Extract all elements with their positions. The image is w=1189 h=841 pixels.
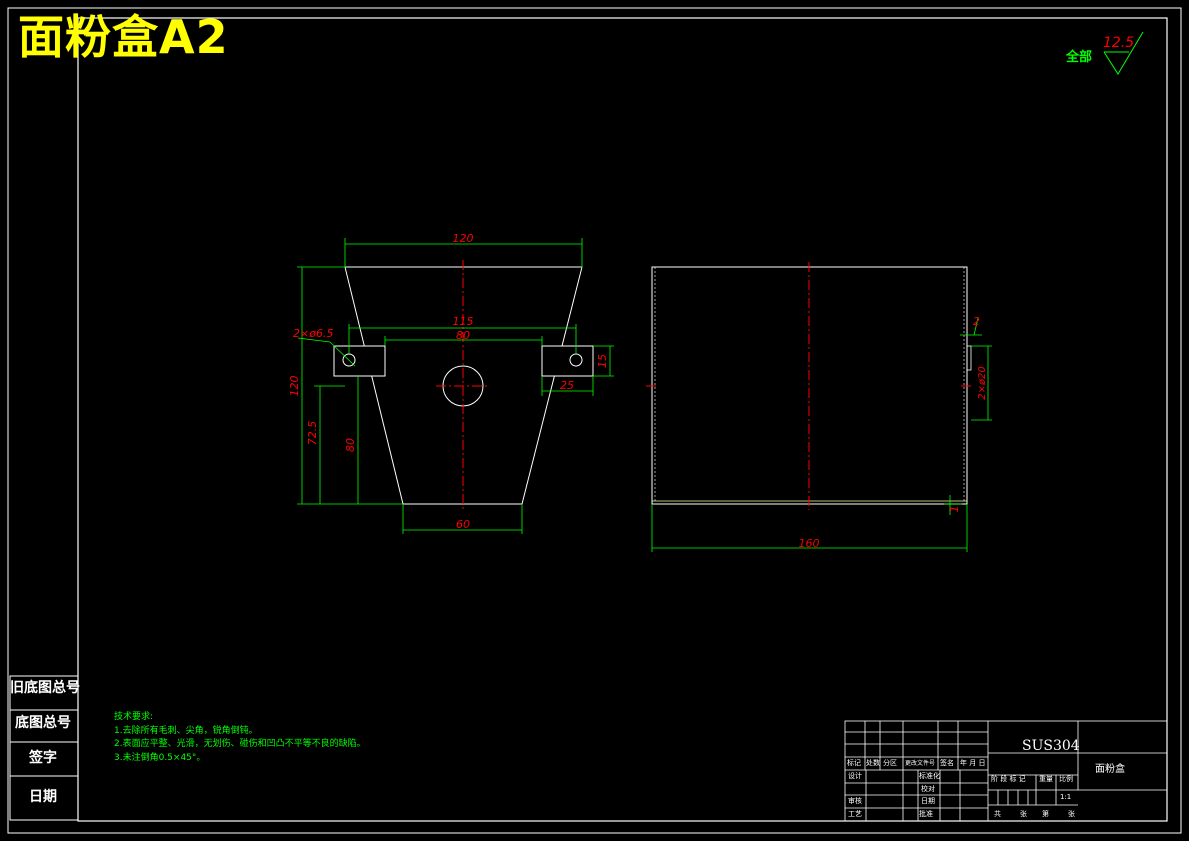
dim-bottom-thickness: 1 (948, 506, 961, 513)
roughness-label: 全部 (1066, 50, 1093, 65)
old-drawing-number-label: 旧底图总号 (10, 680, 80, 696)
inner-frame (77, 17, 1168, 822)
front-view (297, 238, 614, 534)
roughness-symbol (1103, 31, 1144, 75)
roughness-value: 12.5 (1103, 35, 1135, 51)
left-ear (333, 345, 386, 377)
outer-frame (7, 7, 1182, 834)
part-name-label: 面粉盒 (1095, 764, 1125, 775)
tb-col-sign: 签名 (940, 759, 954, 767)
side-ear (966, 345, 972, 371)
tb-stage: 阶 段 标 记 (991, 775, 1026, 783)
tb-process: 工艺 (848, 810, 862, 818)
tb-col-date: 年 月 日 (960, 759, 986, 767)
tb-sheet-unit: 张 (1020, 810, 1027, 818)
material-label: SUS304 (1022, 738, 1080, 754)
dim-bottom-width: 60 (456, 518, 470, 531)
dim-length: 160 (799, 537, 820, 550)
dim-top-width: 120 (453, 232, 474, 245)
tb-standard: 标准化 (919, 772, 940, 780)
dim-ear-spacing: 80 (456, 329, 470, 342)
tech-requirements: 技术要求: 1.去除所有毛刺、尖角，锐角倒钝。 2.表面应平整、光滑，无划伤、碰… (114, 711, 366, 765)
tech-item: 3.未注倒角0.5×45°。 (114, 752, 206, 763)
dim-ear-holes: 2×ø20 (977, 366, 988, 400)
side-view (646, 262, 992, 552)
dim-thickness: 2 (973, 315, 980, 328)
tb-scale-value: 1:1 (1060, 793, 1072, 801)
dim-height: 120 (288, 376, 301, 397)
tb-date: 日期 (921, 797, 935, 805)
tb-weight: 重量 (1039, 775, 1053, 783)
tb-col-zone: 分区 (883, 759, 897, 767)
dim-holes: 2×ø6.5 (293, 327, 333, 340)
dim-center-height: 72.5 (306, 421, 319, 446)
dim-inner-height: 80 (344, 438, 357, 452)
dim-hole-spacing: 115 (453, 315, 474, 328)
tb-col-mark: 标记 (847, 759, 861, 767)
drawing-title: 面粉盒A2 (18, 10, 229, 64)
left-column-boxes (9, 675, 79, 821)
tb-check: 校对 (921, 785, 935, 793)
dim-ear-height: 15 (596, 354, 609, 368)
tb-sheet-unit-2: 张 (1068, 810, 1075, 818)
tb-col-change-doc: 更改文件号 (905, 760, 936, 767)
dim-ear-width: 25 (560, 379, 574, 392)
tb-sheet-index: 第 (1042, 810, 1049, 818)
tech-heading: 技术要求: (114, 712, 154, 722)
tb-sheet-total: 共 (994, 810, 1001, 818)
title-block-grid (844, 720, 1168, 822)
drawing-number-label: 底图总号 (15, 715, 71, 731)
tb-approve: 批准 (919, 810, 933, 818)
tech-item: 1.去除所有毛刺、尖角，锐角倒钝。 (114, 725, 258, 736)
tb-design: 设计 (848, 772, 862, 780)
tech-item: 2.表面应平整、光滑，无划伤、碰伤和凹凸不平等不良的缺陷。 (114, 739, 366, 749)
signature-label: 签字 (29, 750, 57, 766)
date-label: 日期 (29, 789, 57, 805)
tb-review: 审核 (848, 797, 862, 805)
right-ear (541, 345, 594, 377)
tb-scale-label: 比例 (1059, 775, 1073, 783)
tb-col-count: 处数 (866, 759, 880, 767)
dimension-labels: 120 115 80 2×ø6.5 120 72.5 80 15 25 60 1… (288, 232, 988, 550)
